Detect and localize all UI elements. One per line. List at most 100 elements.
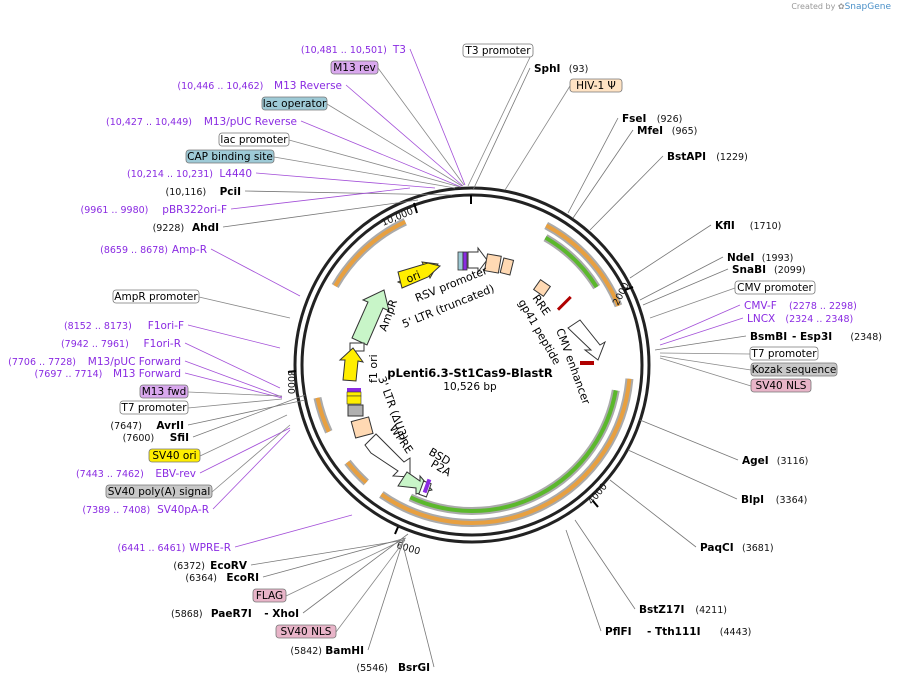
leader-enzyme-7 <box>654 335 747 351</box>
labels: SphI(93)FseI(926)MfeI(965)BstAPI(1229)Kf… <box>8 43 882 674</box>
enzyme-ndei: NdeI <box>727 252 754 264</box>
primer-7: F1ori-R <box>144 338 181 350</box>
rprimer-1: LNCX <box>747 313 775 325</box>
leader-lenzyme-7 <box>367 537 405 651</box>
leader-primer-8 <box>184 360 283 398</box>
box-sv40-polya-label: SV40 poly(A) signal <box>108 486 211 498</box>
leader-primer-2 <box>300 120 462 188</box>
box-cmv-promoter: CMV promoter <box>734 280 816 295</box>
snapgene-brand-name: SnapGene <box>844 2 891 12</box>
enzyme-pos-l5: (6364) <box>185 573 217 584</box>
box-ampr-promoter-rect <box>112 289 200 304</box>
enzyme-sphi: SphI <box>534 63 560 75</box>
enzyme-snabi: SnaBI <box>732 264 766 276</box>
ruler-8000: 8000 <box>285 370 296 394</box>
enzyme-ecori: EcoRI <box>226 572 259 584</box>
primer-6: F1ori-F <box>148 320 184 332</box>
leader-primer-10 <box>199 427 291 474</box>
leader-enzyme-1 <box>567 117 619 214</box>
box-m13-fwd-leader <box>187 391 283 397</box>
leader-enzyme-4 <box>629 224 712 279</box>
enzyme-bstz17i: BstZ17I <box>639 604 684 616</box>
box-flag-leader <box>285 538 406 597</box>
box-lac-promoter-rect <box>218 132 290 147</box>
leader-primer-12 <box>234 514 353 548</box>
enzyme-pcii: PciI <box>220 186 241 198</box>
box-t7-promoter-left-label: T7 promoter <box>120 402 187 414</box>
primer-pos-9: (7697 .. 7714) <box>35 369 103 380</box>
enzyme-ecorv: EcoRV <box>210 560 248 572</box>
enzyme-ahdi: AhdI <box>192 222 219 234</box>
arc-ampr-orange-bg <box>331 218 407 289</box>
arc-ampr-orange <box>333 219 407 288</box>
box-lac-operator-leader <box>326 103 463 187</box>
box-t7-promoter-left-leader <box>187 398 283 409</box>
box-t7-promoter-right: T7 promoter <box>749 346 819 361</box>
box-m13-fwd: M13 fwd <box>139 384 189 399</box>
primer-pos-12: (6441 .. 6461) <box>118 543 186 554</box>
primer-2: M13/pUC Reverse <box>204 116 297 128</box>
enzyme-tth111i: - Tth111I <box>647 626 701 638</box>
box-t7-promoter-right-rect <box>749 346 819 361</box>
leader-lenzyme-6 <box>302 533 409 614</box>
sv40-ori-block <box>346 391 362 397</box>
ori-arrow <box>397 262 442 289</box>
enzyme-pos-0: (93) <box>569 64 589 75</box>
psi-block <box>499 257 515 276</box>
primer-pos-8: (7706 .. 7728) <box>8 357 76 368</box>
box-kozak-rect <box>750 362 838 377</box>
box-ampr-promoter: AmpR promoter <box>112 289 200 304</box>
box-t7-promoter-left-rect <box>119 400 189 415</box>
ruler-4000: 4000 <box>586 481 610 507</box>
leader-enzyme-12 <box>565 529 602 632</box>
leader-lenzyme-8 <box>401 540 435 668</box>
primer-5: Amp-R <box>172 244 207 256</box>
box-t3-promoter-leader <box>467 50 534 187</box>
arc-bsd-orange <box>345 461 368 484</box>
box-cap-binding: CAP binding site <box>185 149 275 164</box>
leader-primer-7 <box>184 342 281 389</box>
feature-arcs <box>313 218 634 527</box>
arc-hiv-orange <box>545 223 621 307</box>
enzyme-pos-11: (4211) <box>695 605 727 616</box>
enzyme-fsei: FseI <box>622 113 646 125</box>
box-t7-promoter-right-leader <box>659 352 751 355</box>
ori-label: ori <box>404 268 422 285</box>
primer-0: T3 <box>392 44 406 56</box>
arc-rre-green <box>544 235 599 289</box>
enzyme-bamhi: BamHI <box>325 645 364 657</box>
snapgene-logo-icon: ✿ <box>837 2 845 11</box>
box-sv40-ori-rect <box>148 448 201 463</box>
created-by-text: Created by <box>791 2 836 11</box>
box-kozak-label: Kozak sequence <box>752 364 837 376</box>
rprimer-0: CMV-F <box>744 300 777 312</box>
primer-pos-2: (10,427 .. 10,449) <box>106 117 192 128</box>
leader-enzyme-6 <box>642 268 729 306</box>
enzyme-pos-10: (3681) <box>742 543 774 554</box>
primer-pos-11: (7389 .. 7408) <box>82 505 150 516</box>
primer-8: M13/pUC Forward <box>88 356 181 368</box>
box-sv40-ori-label: SV40 ori <box>152 450 196 462</box>
backbone-outer <box>293 186 651 544</box>
rsv-promoter-arrow <box>467 246 488 274</box>
misc-block-b <box>462 251 468 271</box>
arc-cas9-orange <box>380 378 632 525</box>
leader-lines <box>184 48 752 668</box>
enzyme-bsrgi: BsrGI <box>398 662 430 674</box>
leader-primer-0 <box>409 48 466 186</box>
primer-4: pBR322ori-F <box>162 204 227 216</box>
enzyme-xhoi: - XhoI <box>264 608 299 620</box>
enzyme-pos-12: (4443) <box>720 627 752 638</box>
enzyme-pos-l0: (10,116) <box>166 187 207 198</box>
leader-lenzyme-5 <box>262 537 407 578</box>
sv40-ori-block2 <box>346 395 362 405</box>
kozak-block <box>580 361 594 365</box>
box-m13-rev-label: M13 rev <box>333 62 376 74</box>
leader-primer-6 <box>187 324 281 349</box>
leader-primer-5 <box>210 248 301 297</box>
enzyme-pflfi: PflFI <box>605 626 632 638</box>
cmv-enhancer-arrow <box>567 319 606 361</box>
enzyme-pos-l3: (7600) <box>123 433 155 444</box>
box-cap-binding-leader <box>273 156 456 189</box>
box-hiv-psi-rect <box>569 78 623 93</box>
